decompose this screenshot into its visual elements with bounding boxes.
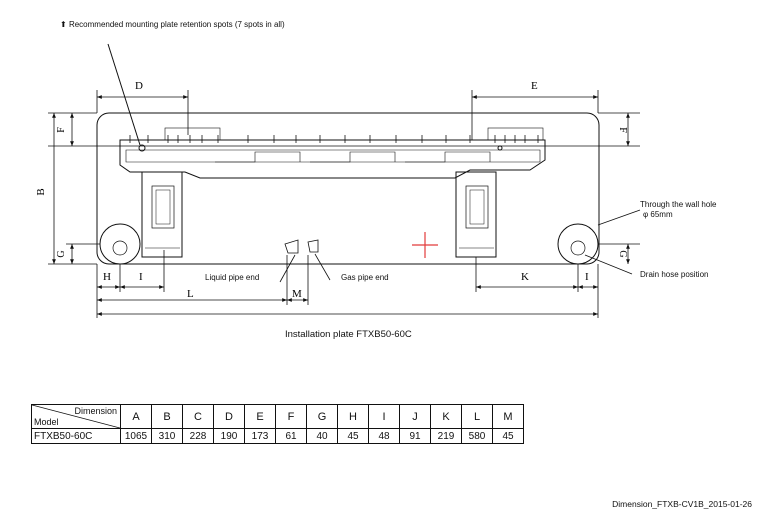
wall-hole-left [99, 223, 141, 265]
value-cell: 61 [275, 428, 307, 444]
value-cell: 40 [306, 428, 338, 444]
center-mark [412, 232, 438, 258]
liquid-pipe-marker [284, 239, 299, 254]
left-bracket [141, 171, 183, 258]
dimension-table: Dimension Model A B C D E F G H I J K L … [31, 404, 524, 444]
value-cell: 219 [430, 428, 462, 444]
dim-label-g-right: G [617, 250, 628, 257]
column-header: D [213, 404, 245, 429]
wall-hole-note-line2: φ 65mm [643, 210, 673, 219]
drain-hose-note: Drain hose position [640, 270, 709, 279]
dim-label-i-left: I [139, 271, 143, 283]
column-header: I [368, 404, 400, 429]
column-header: L [461, 404, 493, 429]
column-header: C [182, 404, 214, 429]
value-cell: 190 [213, 428, 245, 444]
value-cell: 48 [368, 428, 400, 444]
dim-label-f-right: F [617, 127, 628, 133]
column-header: E [244, 404, 276, 429]
plate-outline [96, 112, 600, 265]
gas-pipe-note: Gas pipe end [341, 273, 389, 282]
installation-plate-drawing: D E B F F G G H I L M K I [35, 43, 641, 318]
table-corner-model: Model [34, 417, 59, 427]
dim-label-b: B [35, 188, 47, 195]
table-header-row: Dimension Model A B C D E F G H I J K L … [31, 404, 524, 429]
dim-label-h: H [103, 271, 111, 283]
column-header: F [275, 404, 307, 429]
dim-label-k: K [521, 271, 529, 283]
model-cell: FTXB50-60C [31, 428, 121, 444]
table-row: FTXB50-60C 1065 310 228 190 173 61 40 45… [31, 428, 524, 444]
value-cell: 228 [182, 428, 214, 444]
drawing-caption: Installation plate FTXB50-60C [285, 329, 412, 340]
column-header: K [430, 404, 462, 429]
dim-label-e: E [531, 80, 538, 92]
document-footer: Dimension_FTXB-CV1B_2015-01-26 [612, 499, 752, 509]
table-corner-dimension: Dimension [74, 406, 117, 416]
value-cell: 310 [151, 428, 183, 444]
retention-note-text: Recommended mounting plate retention spo… [68, 20, 285, 29]
dim-label-d: D [135, 80, 143, 92]
wall-hole-note-line1: Through the wall hole [640, 200, 717, 209]
value-cell: 1065 [120, 428, 152, 444]
retention-leader-line [107, 43, 141, 146]
dim-label-m: M [292, 288, 302, 300]
column-header: A [120, 404, 152, 429]
column-header: H [337, 404, 369, 429]
column-header: M [492, 404, 524, 429]
column-header: G [306, 404, 338, 429]
value-cell: 45 [337, 428, 369, 444]
column-header: B [151, 404, 183, 429]
arrow-up-icon: ⬆ [60, 20, 67, 29]
value-cell: 173 [244, 428, 276, 444]
value-cell: 91 [399, 428, 431, 444]
dim-label-f-left: F [56, 127, 67, 133]
retention-note: ⬆ Recommended mounting plate retention s… [60, 20, 285, 29]
right-bracket [455, 171, 497, 258]
column-header: J [399, 404, 431, 429]
table-corner-cell: Dimension Model [31, 404, 121, 429]
mounting-rail [119, 139, 546, 179]
value-cell: 45 [492, 428, 524, 444]
liquid-pipe-note: Liquid pipe end [205, 273, 260, 282]
dim-label-g-left: G [56, 250, 67, 257]
value-cell: 580 [461, 428, 493, 444]
dim-label-i-right: I [585, 271, 589, 283]
gas-pipe-marker [307, 239, 319, 253]
dim-label-l: L [187, 288, 194, 300]
